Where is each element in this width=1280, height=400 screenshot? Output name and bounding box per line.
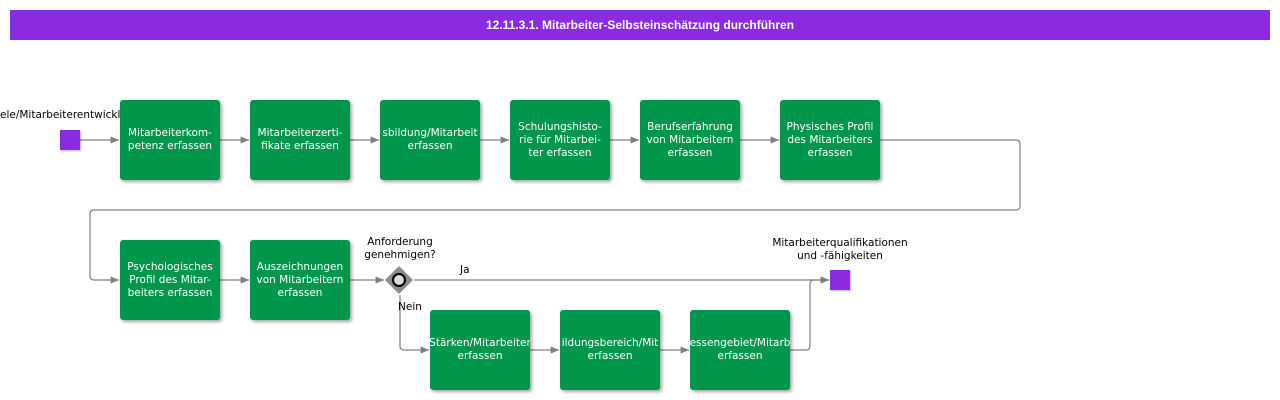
diagram-title-text: 12.11.3.1. Mitarbeiter-Selbsteinschätzun… (485, 18, 795, 32)
task-label: Physisches Profil des Mitarbeiters erfas… (786, 120, 874, 159)
edge-gateway-no (399, 295, 429, 354)
edge-task11-to-end (790, 276, 829, 351)
gateway-question-label: Anforderung genehmigen? (364, 236, 436, 261)
edge-task6-to-task7 (89, 139, 1021, 284)
task-label: Schulungshisto- rie für Mitarbei- ter er… (518, 120, 602, 159)
end-event[interactable] (830, 270, 850, 290)
task-label: Mitarbeiterzerti- fikate erfassen (257, 127, 343, 152)
gateway-yes-label: Ja (460, 264, 470, 276)
task-psychologisches-profil[interactable]: Psychologisches Profil des Mitar- beiter… (120, 240, 220, 320)
task-interessengebiet[interactable]: essengebiet/Mitarb erfassen (690, 310, 790, 390)
task-label: Psychologisches Profil des Mitar- beiter… (127, 260, 213, 299)
task-label: essengebiet/Mitarb erfassen (690, 337, 790, 362)
task-mitarbeiterzertifikate[interactable]: Mitarbeiterzerti- fikate erfassen (250, 100, 350, 180)
task-staerken[interactable]: Stärken/Mitarbeiter erfassen (430, 310, 530, 390)
task-label: Stärken/Mitarbeiter erfassen (430, 337, 530, 362)
task-label: Berufserfahrung von Mitarbeitern erfasse… (646, 120, 734, 159)
task-berufserfahrung[interactable]: Berufserfahrung von Mitarbeitern erfasse… (640, 100, 740, 180)
task-physisches-profil[interactable]: Physisches Profil des Mitarbeiters erfas… (780, 100, 880, 180)
task-label: Auszeichnungen von Mitarbeitern erfassen (256, 260, 344, 299)
task-mitarbeiterkompetenz[interactable]: Mitarbeiterkom- petenz erfassen (120, 100, 220, 180)
exclusive-gateway-icon[interactable] (385, 266, 413, 294)
task-ausbildung[interactable]: sbildung/Mitarbeit erfassen (380, 100, 480, 180)
start-event-label: ele/Mitarbeiterentwicklung (0, 109, 141, 121)
task-label: Mitarbeiterkom- petenz erfassen (127, 127, 213, 152)
task-label: ildungsbereich/Mit erfassen (561, 337, 659, 362)
task-bildungsbereich[interactable]: ildungsbereich/Mit erfassen (560, 310, 660, 390)
task-label: sbildung/Mitarbeit erfassen (382, 127, 478, 152)
gateway-no-label: Nein (398, 301, 422, 313)
diagram-title: 12.11.3.1. Mitarbeiter-Selbsteinschätzun… (10, 10, 1270, 40)
task-schulungshistorie[interactable]: Schulungshisto- rie für Mitarbei- ter er… (510, 100, 610, 180)
start-event[interactable] (60, 130, 80, 150)
task-auszeichnungen[interactable]: Auszeichnungen von Mitarbeitern erfassen (250, 240, 350, 320)
end-event-label: Mitarbeiterqualifikationen und -fähigkei… (772, 237, 908, 262)
